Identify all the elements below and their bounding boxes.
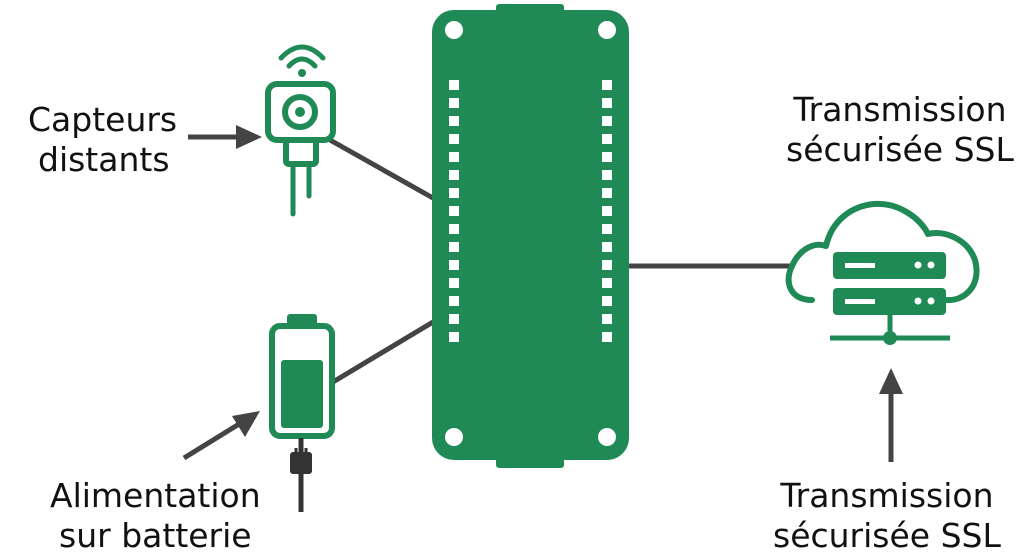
mounting-hole xyxy=(445,21,463,39)
pin-pad xyxy=(602,98,612,108)
mounting-hole xyxy=(598,21,616,39)
battery-label: Alimentation sur batterie xyxy=(50,476,261,556)
mounting-hole xyxy=(598,428,616,446)
sensors-label-line2: distants xyxy=(38,140,170,179)
pin-pad xyxy=(449,296,459,306)
cloud-bottom-label-line2: sécurisée SSL xyxy=(773,516,1001,555)
cloud-top-label-line2: sécurisée SSL xyxy=(786,130,1014,169)
microcontroller-board xyxy=(432,4,629,468)
pin-pad xyxy=(449,260,459,270)
battery-label-line2: sur batterie xyxy=(59,516,252,555)
battery-label-line1: Alimentation xyxy=(50,476,261,515)
pin-pad xyxy=(602,260,612,270)
cloud-arrow xyxy=(879,368,903,462)
pin-pad xyxy=(602,116,612,126)
pin-header-left xyxy=(449,80,459,342)
pin-header-right xyxy=(602,80,612,342)
sensors-label: Capteurs distants xyxy=(28,100,177,180)
pin-pad xyxy=(602,134,612,144)
pin-pad xyxy=(449,278,459,288)
battery-to-board-line xyxy=(331,319,435,385)
pin-pad xyxy=(449,170,459,180)
cloud-server-icon xyxy=(785,200,980,345)
pin-pad xyxy=(602,152,612,162)
pin-pad xyxy=(449,224,459,234)
pin-pad xyxy=(602,242,612,252)
pin-pad xyxy=(449,116,459,126)
sensors-label-line1: Capteurs xyxy=(28,100,178,139)
pin-pad xyxy=(449,134,459,144)
pin-pad xyxy=(449,80,459,90)
battery-icon xyxy=(269,314,335,439)
cloud-top-label: Transmission sécurisée SSL xyxy=(786,90,1014,170)
pin-pad xyxy=(449,332,459,342)
cloud-top-label-line1: Transmission xyxy=(793,90,1007,129)
pin-pad xyxy=(449,188,459,198)
pin-pad xyxy=(602,188,612,198)
pin-pad xyxy=(602,278,612,288)
pin-pad xyxy=(602,206,612,216)
battery-arrow xyxy=(182,411,260,461)
sensor-to-board-line xyxy=(328,137,435,201)
cloud-bottom-label-line1: Transmission xyxy=(780,476,994,515)
mounting-hole xyxy=(445,428,463,446)
pin-pad xyxy=(602,170,612,180)
pin-pad xyxy=(602,224,612,234)
sensors-arrow xyxy=(188,125,262,149)
pin-pad xyxy=(449,98,459,108)
cloud-bottom-label: Transmission sécurisée SSL xyxy=(773,476,1001,556)
pin-pad xyxy=(449,206,459,216)
pin-pad xyxy=(449,314,459,324)
pin-pad xyxy=(449,152,459,162)
wireless-sensor-icon xyxy=(265,44,336,217)
pin-pad xyxy=(449,242,459,252)
pin-pad xyxy=(602,80,612,90)
pin-pad xyxy=(602,314,612,324)
pin-pad xyxy=(602,332,612,342)
plug-icon xyxy=(290,438,312,512)
pin-pad xyxy=(602,296,612,306)
